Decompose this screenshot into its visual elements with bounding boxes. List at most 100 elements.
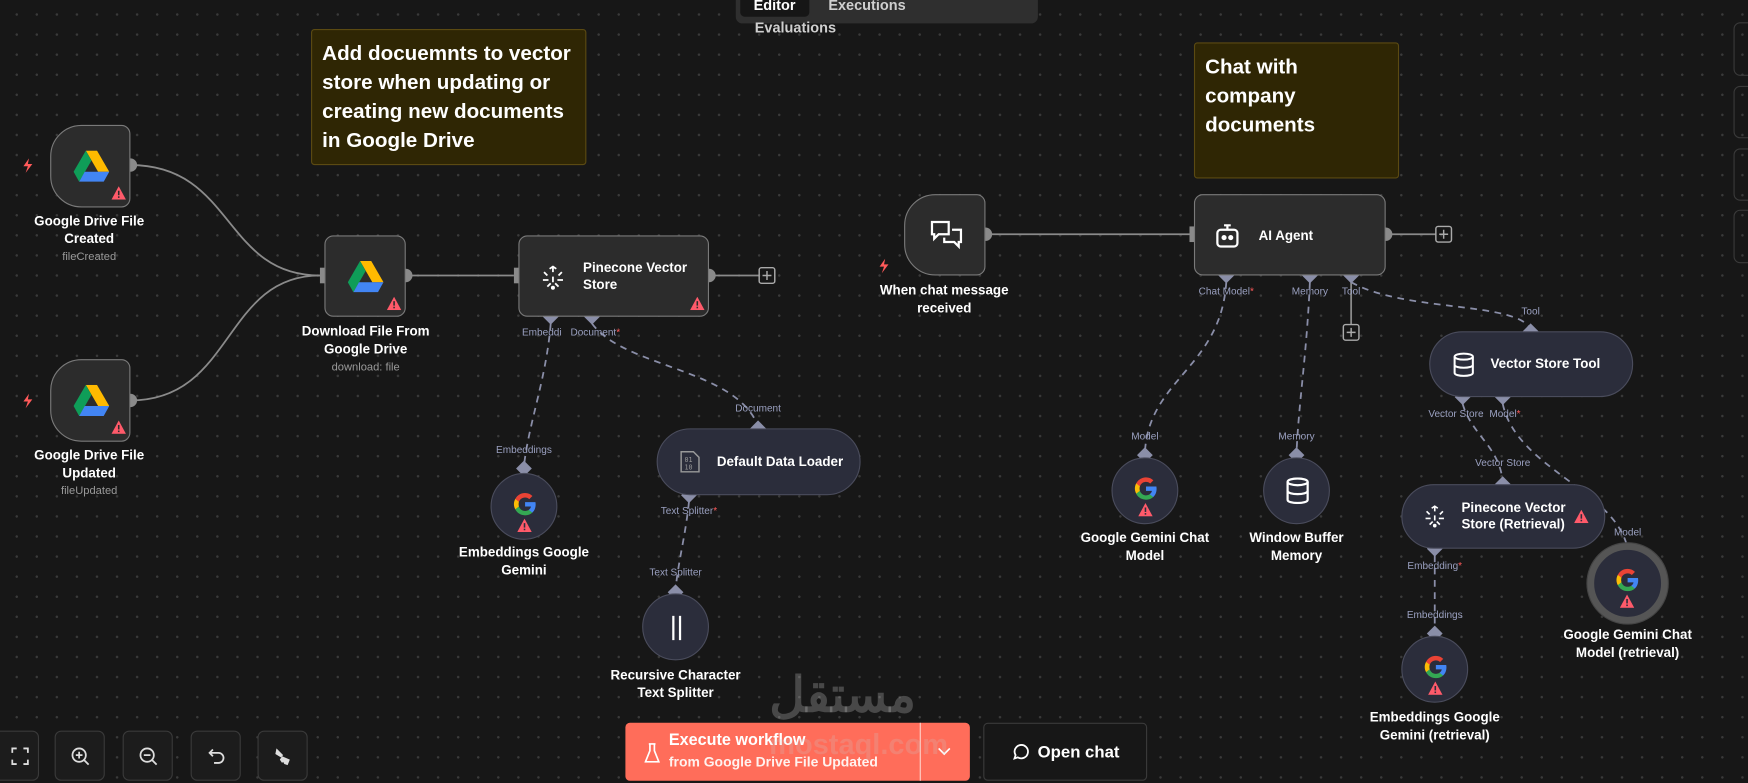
zoom-in-button[interactable] bbox=[54, 730, 105, 781]
tab-evaluations[interactable]: Evaluations bbox=[754, 18, 837, 36]
google-drive-icon bbox=[73, 150, 110, 182]
port-label-embedding: Embeddi bbox=[521, 326, 562, 338]
undo-icon bbox=[207, 748, 224, 764]
sticky-line: in Google Drive bbox=[322, 128, 475, 152]
node-ai-agent[interactable]: AI Agent bbox=[1193, 194, 1386, 276]
warning-icon bbox=[1619, 594, 1635, 608]
port-label-vector-store: Vector Store bbox=[1428, 408, 1484, 420]
trigger-bolt-icon bbox=[23, 393, 33, 409]
port-label: Embedding* bbox=[1407, 559, 1463, 572]
google-icon bbox=[1134, 477, 1157, 500]
port-label: Tool bbox=[1521, 305, 1540, 317]
view-tabs: Editor Executions Evaluations bbox=[735, 0, 1038, 36]
port-label: Text Splitter bbox=[649, 566, 702, 578]
port-label-document: Document* bbox=[570, 326, 621, 338]
broom-icon bbox=[274, 747, 290, 765]
port-label: Model bbox=[1131, 430, 1159, 442]
chevron-down-icon[interactable] bbox=[938, 747, 951, 756]
node-subtitle: fileUpdated bbox=[60, 485, 118, 498]
port-label: Model bbox=[1613, 526, 1642, 538]
sticky-line: Chat with bbox=[1205, 54, 1298, 79]
robot-icon bbox=[1216, 224, 1239, 248]
sticky-note-ingest[interactable]: Add docuemnts to vector store when updat… bbox=[311, 29, 587, 166]
trigger-bolt-icon bbox=[23, 158, 33, 173]
port-label-chat-model: Chat Model* bbox=[1198, 285, 1254, 297]
google-icon bbox=[1424, 655, 1447, 679]
node-google-gemini-chat-model-retrieval[interactable] bbox=[1587, 543, 1668, 624]
node-window-buffer-memory[interactable] bbox=[1263, 457, 1330, 525]
node-google-gemini-chat-model[interactable] bbox=[1111, 457, 1179, 525]
divider bbox=[919, 722, 921, 781]
node-download-file[interactable] bbox=[324, 235, 406, 317]
node-google-drive-file-updated[interactable] bbox=[50, 359, 131, 442]
warning-icon bbox=[111, 186, 126, 200]
tidy-up-button[interactable] bbox=[257, 730, 308, 781]
sticky-line: Add docuemnts to vector bbox=[322, 41, 571, 65]
zoom-in-icon bbox=[71, 746, 89, 765]
text-splitter-icon bbox=[672, 615, 682, 641]
open-chat-button[interactable]: Open chat bbox=[983, 722, 1148, 781]
node-recursive-character-text-splitter[interactable] bbox=[642, 593, 710, 661]
chat-bubble-icon bbox=[1012, 744, 1029, 760]
port-label: Text Splitter* bbox=[660, 505, 718, 517]
execute-workflow-button[interactable]: Execute workflow from Google Drive File … bbox=[625, 722, 970, 781]
port-label: Embeddings bbox=[496, 443, 552, 456]
add-node-button bbox=[758, 266, 776, 285]
flask-icon bbox=[644, 743, 660, 763]
pinecone-icon bbox=[542, 265, 563, 290]
database-icon bbox=[1286, 477, 1309, 505]
sticky-note-chat[interactable]: Chat with company documents bbox=[1193, 42, 1400, 179]
trigger-bolt-icon bbox=[879, 258, 889, 274]
port-label: Memory bbox=[1278, 430, 1315, 442]
edge-updated-download bbox=[130, 274, 320, 402]
side-button[interactable] bbox=[1733, 209, 1748, 264]
execute-label: Execute workflow bbox=[668, 731, 806, 750]
add-node-button bbox=[1435, 225, 1453, 243]
zoom-out-button[interactable] bbox=[122, 730, 173, 781]
chat-icon bbox=[930, 220, 963, 250]
node-google-drive-file-created[interactable] bbox=[50, 124, 131, 208]
warning-icon bbox=[111, 420, 126, 434]
node-vector-store-tool[interactable]: Vector Store Tool bbox=[1429, 331, 1634, 398]
side-button[interactable] bbox=[1733, 22, 1748, 76]
node-title: Default Data Loader bbox=[716, 453, 844, 470]
port-label-model: Model* bbox=[1489, 408, 1521, 420]
database-icon bbox=[1453, 352, 1474, 377]
zoom-out-icon bbox=[139, 746, 157, 765]
undo-button[interactable] bbox=[190, 730, 241, 781]
open-chat-label: Open chat bbox=[1037, 742, 1120, 762]
warning-icon bbox=[1428, 681, 1443, 695]
tab-editor[interactable]: Editor bbox=[740, 0, 809, 17]
node-embeddings-google-gemini-retrieval[interactable] bbox=[1401, 635, 1469, 703]
tab-executions[interactable]: Executions bbox=[828, 0, 906, 14]
add-tool-button bbox=[1342, 323, 1360, 341]
execute-sublabel: from Google Drive File Updated bbox=[668, 754, 878, 770]
warning-icon bbox=[386, 296, 402, 311]
pinecone-icon bbox=[1425, 505, 1444, 528]
google-drive-icon bbox=[347, 261, 384, 293]
warning-icon bbox=[1574, 509, 1590, 524]
node-title: AI Agent bbox=[1258, 227, 1314, 244]
node-title: Vector Store Tool bbox=[1490, 355, 1601, 372]
node-embeddings-google-gemini[interactable] bbox=[490, 472, 558, 540]
node-when-chat-message-received[interactable] bbox=[904, 194, 986, 276]
side-button[interactable] bbox=[1733, 148, 1748, 201]
side-button[interactable] bbox=[1733, 85, 1748, 139]
fit-view-button[interactable] bbox=[0, 730, 40, 781]
node-subtitle: download: file bbox=[331, 361, 400, 374]
